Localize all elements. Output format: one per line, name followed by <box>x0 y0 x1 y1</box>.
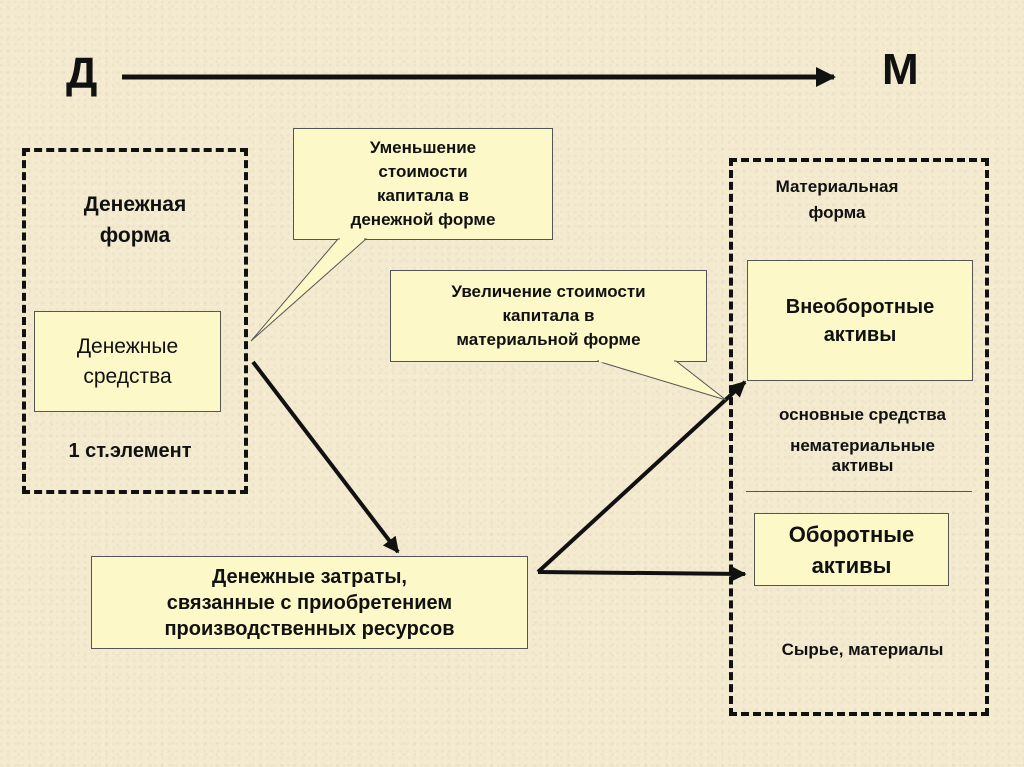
capital-decrease-callout: Уменьшение стоимости капитала в денежной… <box>293 128 553 240</box>
assets-divider <box>746 491 972 492</box>
intangible-assets-label: нематериальные активы <box>790 436 935 475</box>
heading-money-letter: Д <box>66 49 98 98</box>
cash-to-expenses-arrow <box>251 360 400 554</box>
material-form-title: Материальная форма <box>775 177 899 222</box>
material-form-frame <box>729 158 989 716</box>
money-form-frame <box>22 148 248 494</box>
capital-increase-callout: Увеличение стоимости капитала в материал… <box>390 270 707 362</box>
expenses-to-noncurrent-arrow <box>536 380 747 574</box>
first-element-label: 1 ст.элемент <box>68 440 192 462</box>
fixed-assets-label: основные средства <box>778 405 946 424</box>
cash-box: Денежные средства <box>34 311 221 412</box>
noncurrent-assets-box: Внеоборотные активы <box>747 260 973 381</box>
increase-callout-pointer <box>596 360 727 401</box>
expenses-to-current-arrow <box>537 565 747 582</box>
decrease-callout-pointer <box>250 238 368 342</box>
current-assets-box: Оборотные активы <box>754 513 949 586</box>
raw-materials-label: Сырье, материалы <box>781 640 944 659</box>
expenses-box: Денежные затраты, связанные с приобретен… <box>91 556 528 649</box>
heading-goods-letter: М <box>882 45 919 94</box>
money-form-title: Денежная форма <box>83 193 187 247</box>
